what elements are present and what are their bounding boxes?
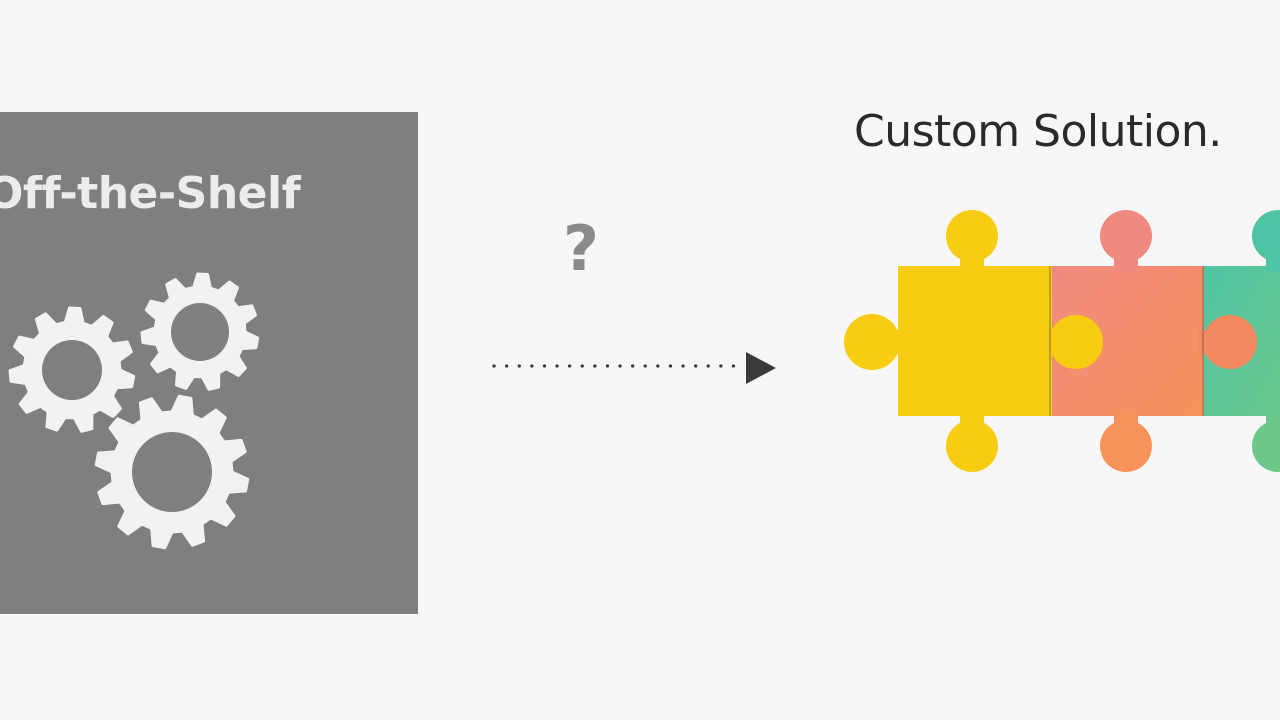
gear-large-hole bbox=[132, 432, 212, 512]
off-the-shelf-title: Off-the-Shelf bbox=[0, 168, 301, 219]
dotted-arrow-icon bbox=[492, 352, 776, 384]
gears-icon bbox=[8, 272, 260, 550]
custom-solution-title: Custom Solution. bbox=[854, 106, 1222, 157]
arrow-head bbox=[746, 352, 776, 384]
gear-small-left-hole bbox=[42, 340, 102, 400]
puzzle-piece-yellow bbox=[844, 210, 1103, 472]
question-mark: ? bbox=[563, 212, 599, 285]
gear-small-right-hole bbox=[171, 303, 229, 361]
